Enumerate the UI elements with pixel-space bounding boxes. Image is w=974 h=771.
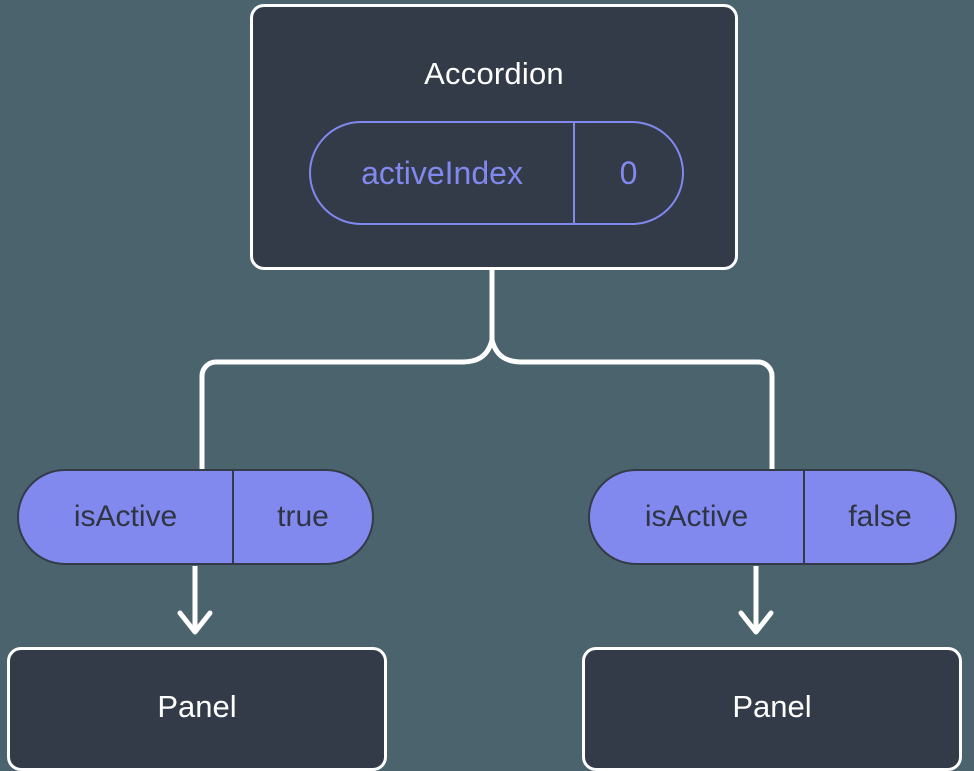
arrow-right-head xyxy=(738,610,774,635)
active-index-prop-pill[interactable]: activeIndex 0 xyxy=(309,121,684,225)
right-panel-title: Panel xyxy=(732,688,812,724)
left-is-active-key: isActive xyxy=(73,500,178,533)
right-is-active-pill[interactable]: isActive false xyxy=(588,469,957,565)
active-index-prop-key: activeIndex xyxy=(311,123,575,223)
right-panel-card[interactable]: Panel xyxy=(582,647,962,771)
connector-branch-right xyxy=(489,339,775,470)
accordion-component-card[interactable]: Accordion activeIndex 0 xyxy=(250,4,738,270)
left-panel-title: Panel xyxy=(157,688,237,724)
right-is-active-value: false xyxy=(803,471,955,563)
accordion-title: Accordion xyxy=(424,56,564,91)
connector-branch-left xyxy=(199,339,495,470)
active-index-prop-value: 0 xyxy=(619,155,638,191)
left-panel-card[interactable]: Panel xyxy=(7,647,387,771)
left-is-active-pill[interactable]: isActive true xyxy=(17,469,374,565)
left-is-active-value: true xyxy=(232,471,372,563)
arrow-left-head xyxy=(177,610,213,635)
right-is-active-key: isActive xyxy=(644,500,749,533)
